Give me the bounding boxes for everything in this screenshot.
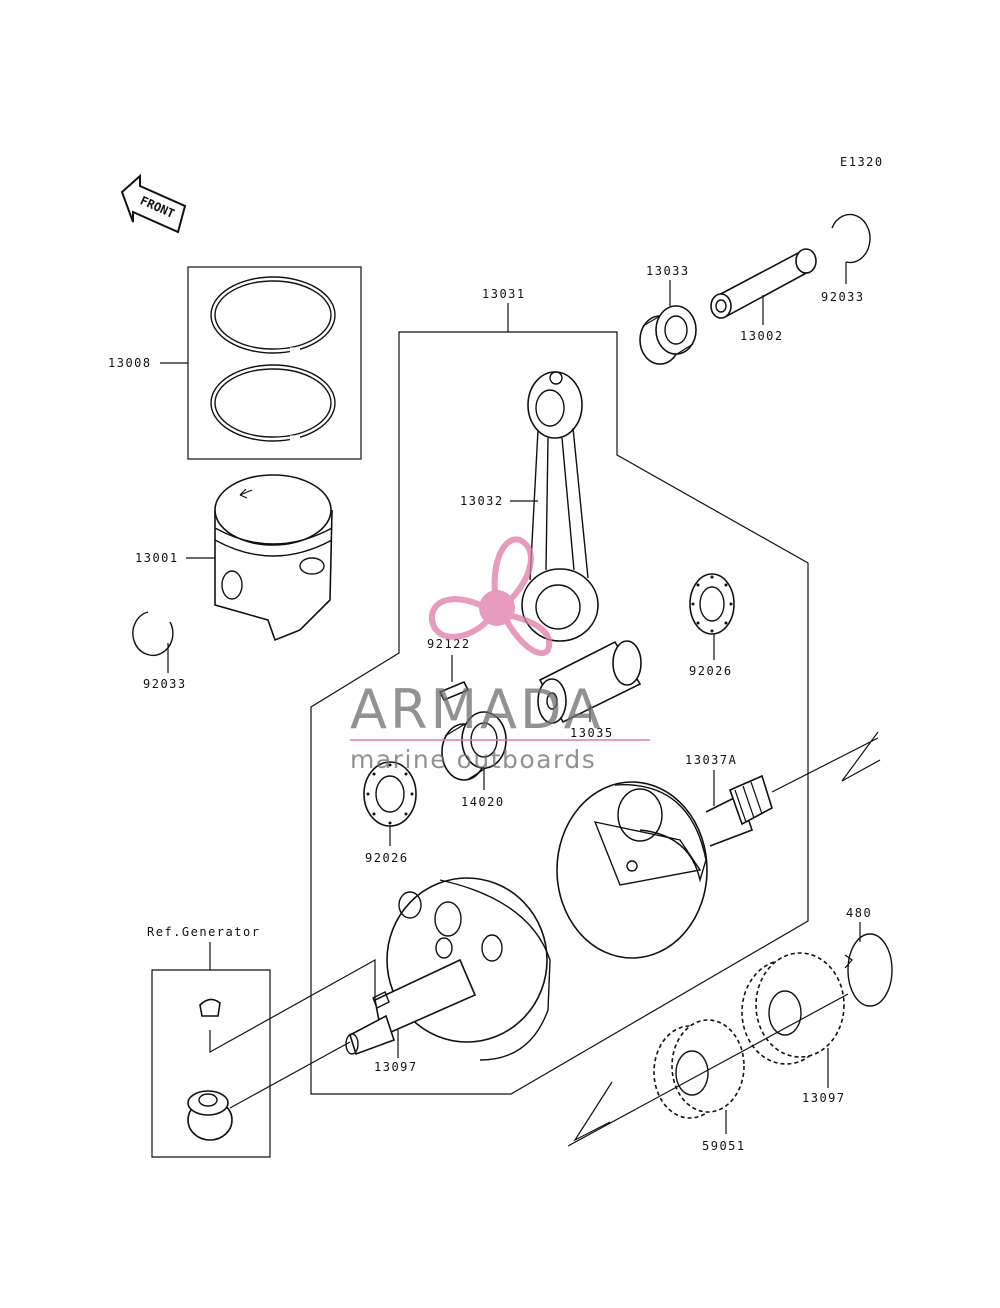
pin-92122	[438, 680, 470, 702]
part-label-480: 480	[846, 906, 872, 920]
connecting-rod-13032	[521, 371, 599, 642]
part-label-13033: 13033	[646, 264, 690, 278]
watermark-tagline: marine outboards	[350, 745, 596, 774]
woodruff-key-icon	[199, 998, 221, 1017]
part-label-14020: 14020	[461, 795, 505, 809]
gear-59051	[653, 1019, 745, 1119]
gear-13097-right	[741, 952, 845, 1065]
flange-nut-icon	[187, 1090, 233, 1141]
circlip-92033-left	[132, 611, 174, 673]
part-label-13037A: 13037A	[685, 753, 737, 767]
thrust-washer-92026-left	[363, 761, 417, 827]
crankshaft-assy-outline-13031	[310, 331, 809, 1095]
part-label-92122: 92122	[427, 637, 471, 651]
shaft-centerline-lower	[567, 993, 849, 1147]
piston-13001	[214, 474, 333, 642]
crankshaft-left-half-13097	[345, 877, 551, 1061]
part-label-59051: 59051	[702, 1139, 746, 1153]
part-label-13008: 13008	[108, 356, 152, 370]
piston-pin-13002	[710, 248, 817, 319]
propeller-logo-icon	[428, 536, 553, 657]
part-label-92033-left: 92033	[143, 677, 187, 691]
piston-rings-13008	[187, 266, 362, 460]
part-label-13097-right: 13097	[802, 1091, 846, 1105]
part-label-13035: 13035	[570, 726, 614, 740]
part-label-92026-right: 92026	[689, 664, 733, 678]
front-arrow-icon: FRONT	[120, 173, 187, 234]
part-label-13001: 13001	[135, 551, 179, 565]
part-label-13097-left: 13097	[374, 1060, 418, 1074]
circlip-480	[844, 933, 893, 1007]
part-label-92026-left: 92026	[365, 851, 409, 865]
needle-bearing-13033	[639, 305, 697, 365]
part-label-13032: 13032	[460, 494, 504, 508]
ref-generator-label: Ref.Generator	[147, 925, 260, 939]
crank-pin-13035	[537, 640, 642, 724]
armada-watermark: ARMADA marine outboards	[350, 536, 650, 774]
watermark-brand: ARMADA	[350, 678, 604, 741]
thrust-washer-92026-right	[689, 573, 735, 635]
circlip-92033-right	[831, 213, 871, 284]
part-label-13002: 13002	[740, 329, 784, 343]
diagram-code: E1320	[840, 155, 884, 169]
crankshaft-right-half-13037A	[556, 731, 881, 959]
part-label-13031: 13031	[482, 287, 526, 301]
part-label-92033-right: 92033	[821, 290, 865, 304]
